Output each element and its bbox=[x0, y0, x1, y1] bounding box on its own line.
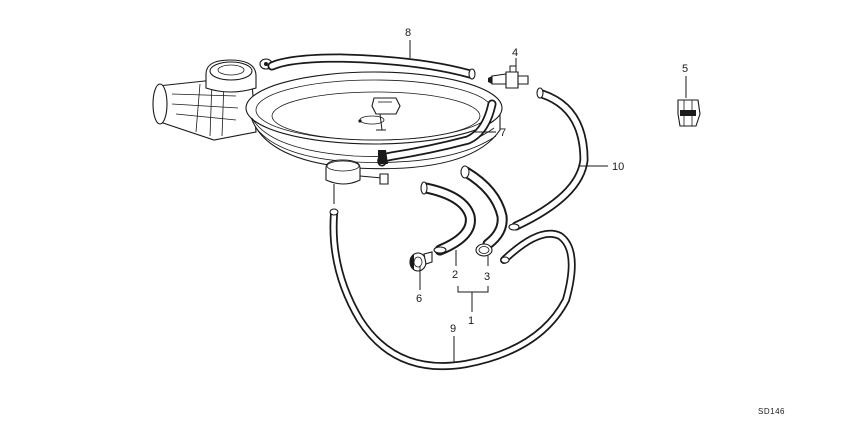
callout-10: 10 bbox=[612, 161, 624, 173]
callout-9: 9 bbox=[450, 323, 456, 335]
part-6-clamp bbox=[409, 251, 433, 272]
callout-7: 7 bbox=[500, 127, 506, 139]
part-5-clip bbox=[677, 99, 701, 127]
callout-6: 6 bbox=[416, 293, 422, 305]
leader-lines bbox=[409, 40, 687, 362]
hose-9 bbox=[329, 208, 576, 371]
callout-labels: 8 4 5 7 10 2 3 6 1 9 SD146 bbox=[405, 27, 785, 416]
air-cleaner-housing bbox=[152, 58, 503, 204]
callout-1: 1 bbox=[468, 315, 474, 327]
hose-10 bbox=[508, 87, 589, 231]
callout-5: 5 bbox=[682, 63, 688, 75]
hose-8 bbox=[267, 53, 476, 80]
callout-2: 2 bbox=[452, 269, 458, 281]
callout-4: 4 bbox=[512, 47, 518, 59]
hose-3 bbox=[460, 165, 508, 257]
part-4-valve bbox=[488, 65, 529, 89]
hose-7 bbox=[377, 99, 497, 167]
callout-3: 3 bbox=[484, 271, 490, 283]
callout-8: 8 bbox=[405, 27, 411, 39]
drawing-code: SD146 bbox=[758, 407, 785, 416]
hose-2 bbox=[420, 181, 476, 256]
